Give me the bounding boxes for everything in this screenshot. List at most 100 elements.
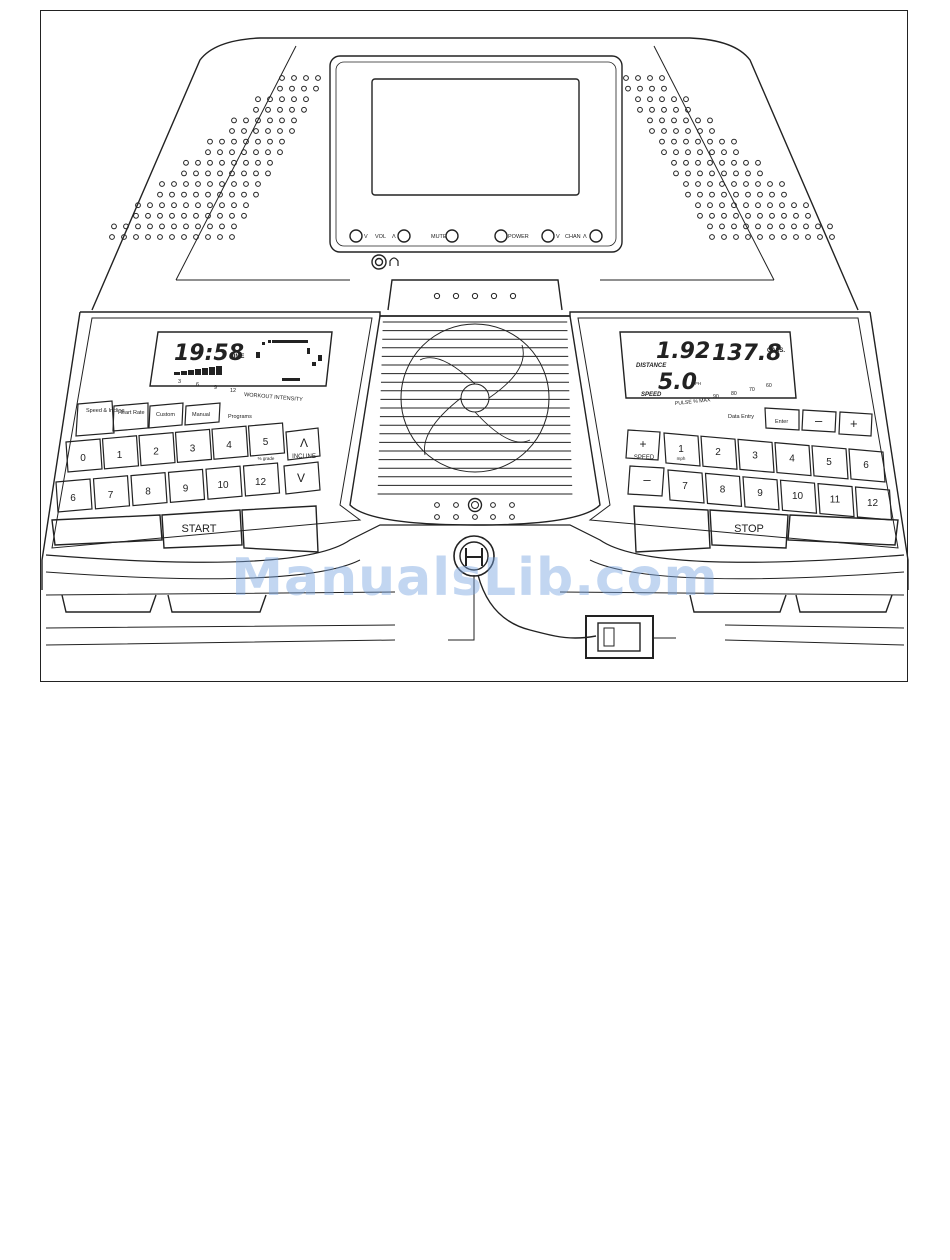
speed-plus-label: + [639,437,646,451]
grille-hole [279,96,285,103]
speed-key-7[interactable] [667,469,705,504]
grille-hole [265,170,271,177]
incline-key-12[interactable] [242,462,281,497]
power-button[interactable] [494,229,508,243]
tv-screen [371,78,580,196]
chan-label: CHAN [565,234,581,240]
incline-key-10[interactable] [205,465,243,500]
heart-rate-program-button[interactable] [112,402,149,432]
vol-label: VOL [375,234,386,240]
grille-hole [265,106,271,113]
grille-hole [755,202,761,209]
speed-incline-program-button[interactable] [75,400,115,437]
mute-label: MUTE [431,234,447,240]
incline-key-label: 3 [190,443,196,454]
grille-hole [147,223,153,230]
incline-key-7[interactable] [92,475,131,510]
enter-button[interactable] [764,407,800,431]
speed-key-1[interactable] [663,432,701,467]
grille-hole [709,191,715,198]
grille-hole [635,96,641,103]
vol-up-button[interactable] [397,229,411,243]
mute-button[interactable] [445,229,459,243]
key-icon [465,548,483,566]
speed-key-6[interactable] [848,448,886,483]
incline-down-label: V [297,471,305,485]
speed-key-10[interactable] [779,479,818,514]
enter-label: Enter [775,419,788,425]
grille-hole [195,202,201,209]
speed-key-8[interactable] [704,472,743,508]
minus-button[interactable] [801,409,837,433]
grille-hole [683,138,689,145]
grille-hole [743,159,749,166]
grille-hole [733,234,739,240]
fan-button[interactable] [467,497,483,513]
incline-key-2[interactable] [138,431,176,467]
speed-key-9[interactable] [742,476,780,511]
chan-up-button[interactable] [589,229,603,243]
vol-up-label: Λ [392,234,396,240]
grille-hole [241,170,247,177]
grille-hole [253,191,259,198]
grille-hole [169,191,175,198]
grille-hole [673,149,679,156]
incline-down-key[interactable] [283,461,321,495]
chan-down-button[interactable] [541,229,555,243]
grille-hole [217,191,223,198]
grille-hole [279,117,285,124]
incline-up-label: Λ [300,436,308,450]
headphone-jack[interactable] [371,254,387,270]
speed-key-11[interactable] [817,482,855,518]
grille-hole [123,223,129,230]
grille-hole [781,234,787,240]
grille-hole [255,117,261,124]
incline-key-9[interactable] [167,468,206,504]
incline-key-5[interactable] [247,422,286,457]
console-hood [91,37,859,311]
incline-key-4[interactable] [211,425,249,460]
grille-hole [253,106,259,113]
incline-up-key[interactable] [285,427,321,461]
grille-hole [647,96,653,103]
incline-key-6[interactable] [55,478,93,513]
plus-button[interactable] [838,411,873,437]
speed-up-key[interactable] [625,429,661,461]
speed-key-5[interactable] [811,445,849,480]
incline-key-8[interactable] [130,471,168,507]
speed-key-2[interactable] [700,435,738,470]
vol-down-button[interactable] [349,229,363,243]
speed-key-12[interactable] [854,486,893,521]
incline-key-label: 5 [263,437,269,448]
pulse-tick: 60 [766,383,772,389]
intensity-tick: 3 [178,379,181,385]
grille-hole [301,106,307,113]
stop-label: STOP [734,523,764,535]
grille-hole [649,106,655,113]
grille-hole [241,149,247,156]
time-label: TIME [230,354,244,360]
grille-hole [315,75,321,81]
speed-key-4[interactable] [774,441,812,477]
grille-hole [743,202,749,209]
incline-key-1[interactable] [101,435,140,470]
grille-hole [781,191,787,198]
speed-key-3[interactable] [737,438,775,474]
grille-hole [637,106,643,113]
grille-hole [779,223,785,230]
incline-key-0[interactable] [65,438,103,473]
grille-hole [255,159,261,166]
incline-key-3[interactable] [174,428,213,464]
grille-hole [253,170,259,177]
speed-key-label: 8 [720,484,726,495]
speed-down-key[interactable] [627,465,665,497]
grille-hole [195,181,201,187]
incline-key-label: 12 [255,477,267,488]
grille-hole [755,181,761,187]
speed-key-label: 10 [792,491,804,502]
custom-program-button[interactable] [148,402,184,429]
grille-hole [625,85,631,92]
speed-key-label: 7 [682,481,688,492]
manual-program-button[interactable] [184,402,221,426]
grille-hole [769,212,775,219]
